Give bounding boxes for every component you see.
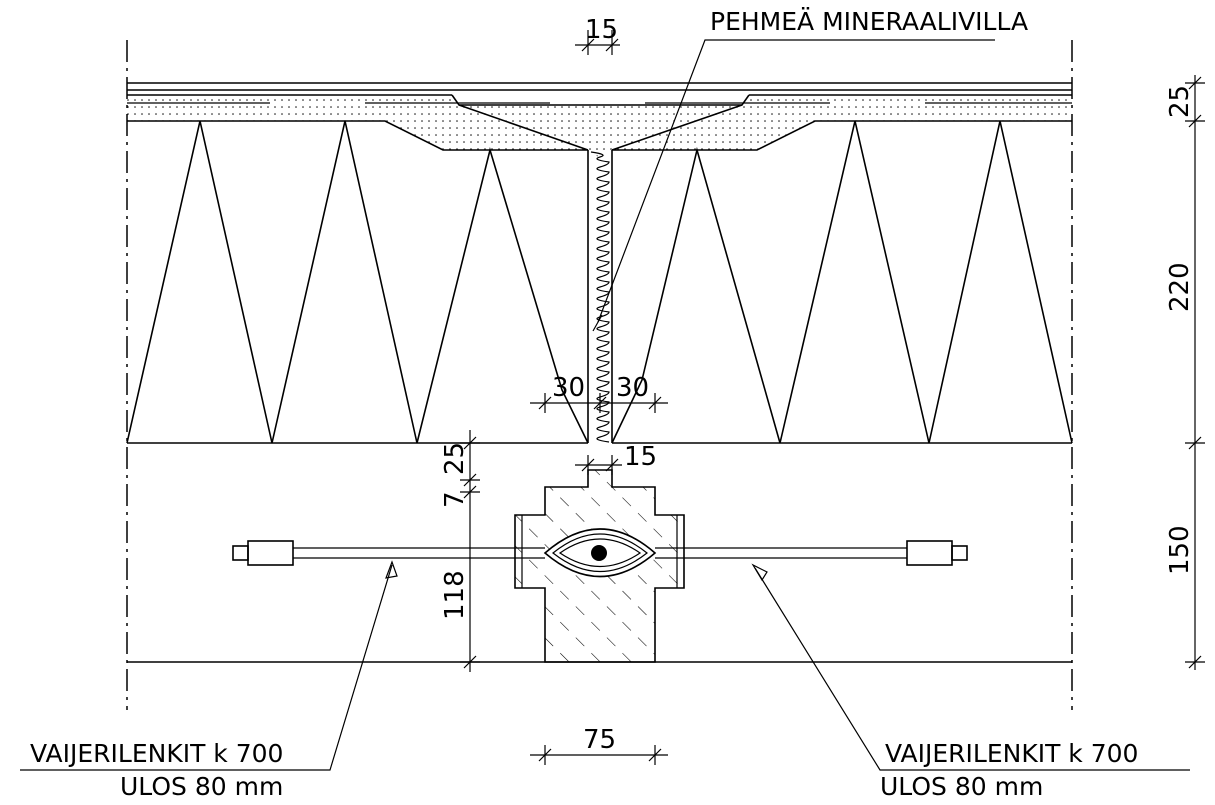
shear-key bbox=[514, 469, 685, 663]
dim-insulation: 220 bbox=[1165, 262, 1195, 312]
soft-mineral-wool-label: PEHMEÄ MINERAALIVILLA bbox=[710, 7, 1028, 36]
axis-lines bbox=[126, 40, 1073, 710]
dim-key-height: 118 bbox=[440, 570, 470, 620]
wire-loops-right-sublabel: ULOS 80 mm bbox=[880, 772, 1043, 800]
joint-wool bbox=[587, 150, 613, 443]
dim-offset-left: 30 bbox=[552, 373, 585, 403]
wire-loop-right bbox=[655, 540, 968, 566]
dim-joint-bottom: 15 bbox=[624, 442, 657, 472]
leader-lines bbox=[20, 39, 1190, 771]
wire-loops-right-label: VAIJERILENKIT k 700 bbox=[885, 739, 1138, 768]
wire-loops-left-label: VAIJERILENKIT k 700 bbox=[30, 739, 283, 768]
top-skin bbox=[127, 82, 1072, 158]
dim-joint-top: 15 bbox=[585, 15, 618, 45]
dimension-lines bbox=[460, 30, 1205, 765]
wire-loop-left bbox=[232, 540, 545, 566]
wire-loops-left-sublabel: ULOS 80 mm bbox=[120, 772, 283, 800]
dim-concrete: 150 bbox=[1165, 525, 1195, 575]
dim-small-step: 7 bbox=[440, 491, 470, 508]
dim-offset-right: 30 bbox=[616, 373, 649, 403]
dim-key-width: 75 bbox=[583, 725, 616, 755]
dim-top-layer: 25 bbox=[1165, 85, 1195, 118]
dim-upper-offset: 25 bbox=[440, 442, 470, 475]
insulation-layer bbox=[126, 120, 1073, 444]
